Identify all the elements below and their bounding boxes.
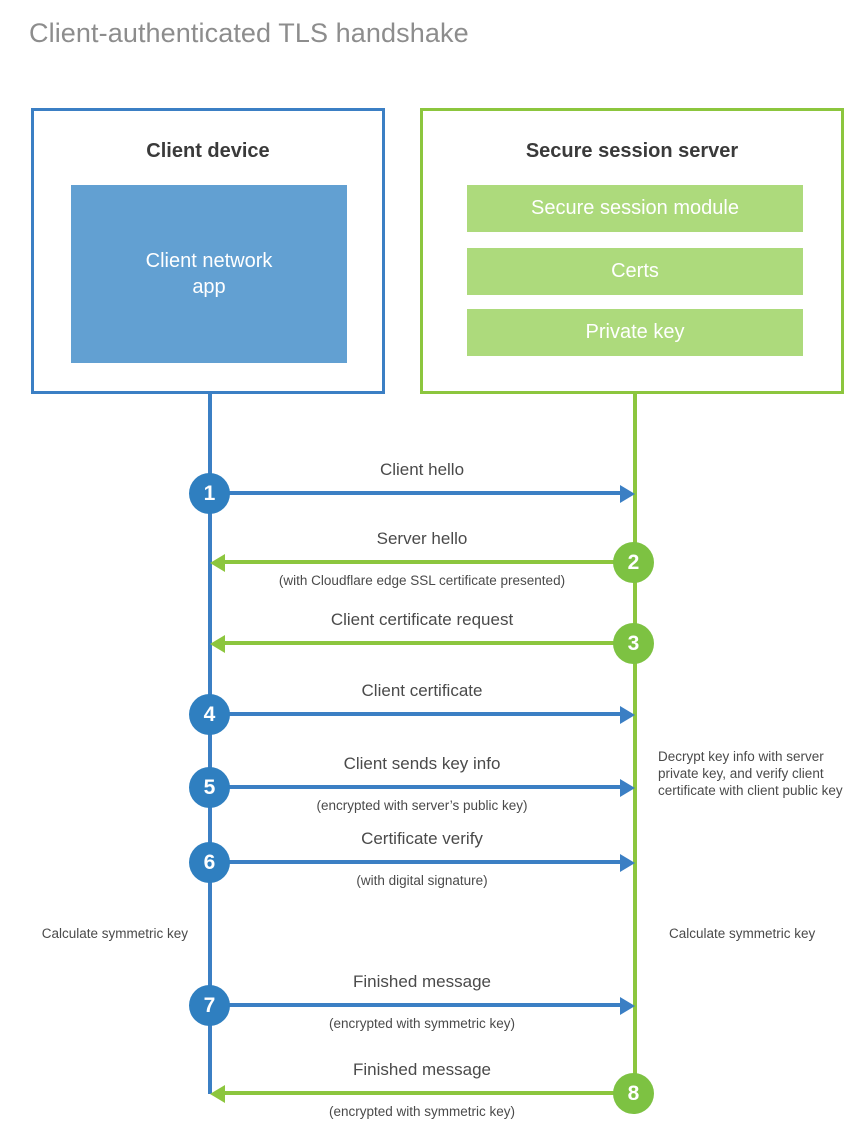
step-7-arrow-line <box>210 1003 620 1007</box>
step-7-sublabel: (encrypted with symmetric key) <box>328 1016 516 1031</box>
step-5-arrow-line <box>210 785 620 789</box>
step-5-number: 5 <box>189 767 230 808</box>
step-4-number: 4 <box>189 694 230 735</box>
step-8-arrow-head <box>210 1085 225 1103</box>
step-3-label: Client certificate request <box>330 610 514 629</box>
step-2-label: Server hello <box>376 529 468 548</box>
step-2-arrow-head <box>210 554 225 572</box>
step-2-number: 2 <box>613 542 654 583</box>
client-app-label-line2: app <box>192 276 226 298</box>
note-server-decrypt: Decrypt key info with server private key… <box>658 749 843 798</box>
step-5-arrow-head <box>620 779 635 797</box>
secure-session-server-title: Secure session server <box>525 140 739 162</box>
step-5-sublabel: (encrypted with server’s public key) <box>316 798 528 813</box>
server-block-certs: Certs <box>467 248 803 295</box>
step-7-number: 7 <box>189 985 230 1026</box>
step-1-arrow-head <box>620 485 635 503</box>
step-6-arrow-head <box>620 854 635 872</box>
step-6-sublabel: (with digital signature) <box>356 873 488 888</box>
step-3-arrow-head <box>210 635 225 653</box>
step-2-arrow-line <box>225 560 634 564</box>
step-8-sublabel: (encrypted with symmetric key) <box>328 1104 516 1119</box>
client-lifeline <box>208 394 212 1094</box>
step-5-label: Client sends key info <box>343 754 501 773</box>
client-device-title: Client device <box>146 140 270 162</box>
step-8-arrow-line <box>225 1091 634 1095</box>
step-4-arrow-line <box>210 712 620 716</box>
step-7-label: Finished message <box>353 972 491 991</box>
step-6-number: 6 <box>189 842 230 883</box>
server-block-private-key: Private key <box>467 309 803 356</box>
server-block-secure-session-module: Secure session module <box>467 185 803 232</box>
step-2-sublabel: (with Cloudflare edge SSL certificate pr… <box>278 573 566 588</box>
step-4-arrow-head <box>620 706 635 724</box>
step-1-number: 1 <box>189 473 230 514</box>
step-4-label: Client certificate <box>361 681 483 700</box>
note-server-calculate-symmetric-key: Calculate symmetric key <box>669 926 816 941</box>
step-7-arrow-head <box>620 997 635 1015</box>
secure-session-server-box: Secure session server Secure session mod… <box>420 108 844 394</box>
step-8-number: 8 <box>613 1073 654 1114</box>
client-device-box: Client device Client network app <box>31 108 385 394</box>
client-network-app-block: Client network app <box>71 185 347 363</box>
step-6-label: Certificate verify <box>361 829 483 848</box>
step-1-arrow-line <box>210 491 620 495</box>
step-8-label: Finished message <box>353 1060 491 1079</box>
note-client-calculate-symmetric-key: Calculate symmetric key <box>41 926 188 941</box>
server-lifeline <box>633 394 637 1094</box>
page-title: Client-authenticated TLS handshake <box>29 18 469 48</box>
step-3-arrow-line <box>225 641 634 645</box>
client-app-label-line1: Client network <box>145 250 273 272</box>
step-1-label: Client hello <box>379 460 465 479</box>
step-6-arrow-line <box>210 860 620 864</box>
step-3-number: 3 <box>613 623 654 664</box>
